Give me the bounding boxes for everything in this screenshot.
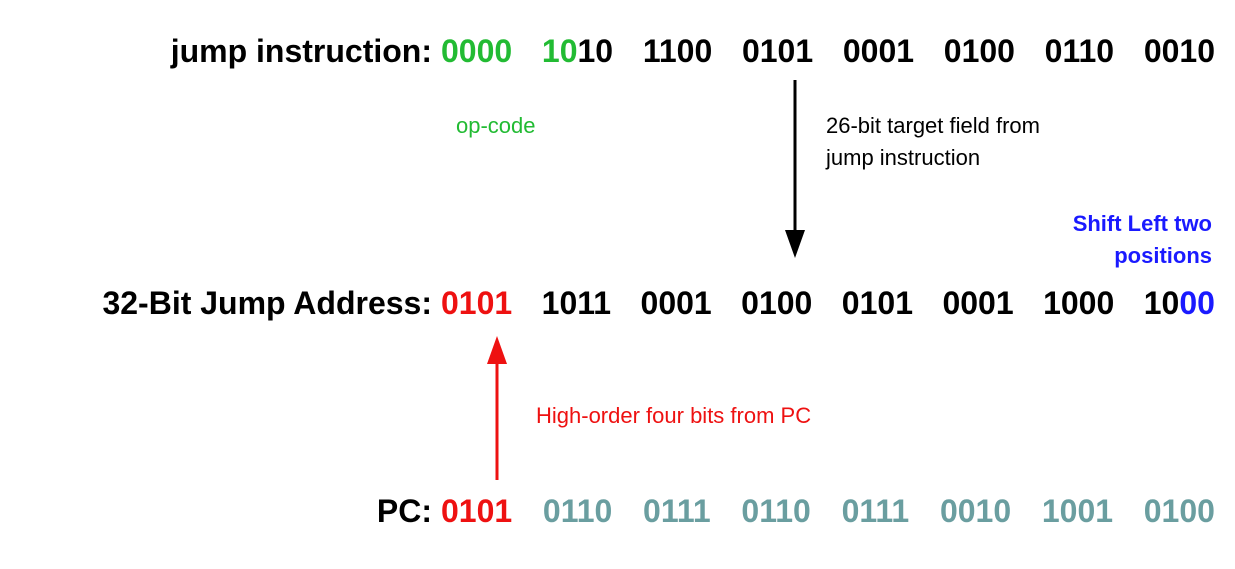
address-bits-group-6: 0001	[942, 285, 1014, 321]
pc-bits-group-5: 0111	[841, 493, 910, 529]
shift-left-note-line1: Shift Left two	[1072, 211, 1212, 236]
target-field-arrow	[785, 80, 805, 258]
jump-bits-group-4: 0101	[741, 33, 814, 69]
pc-label: PC:	[376, 493, 432, 529]
address-bits-group-8: 1000	[1144, 287, 1215, 319]
pc-bits-group-3: 0111	[643, 493, 711, 529]
opcode-note: op-code	[456, 113, 536, 138]
address-bits-group-4: 0100	[741, 285, 813, 321]
pc-bits-group-4: 0110	[741, 493, 811, 529]
target-field-note: 26-bit target field from jump instructio…	[826, 110, 1040, 174]
shift-left-note: Shift Left two positions	[1073, 208, 1212, 272]
pc-bits-group-6: 0010	[939, 493, 1012, 529]
address-pc-bits: 0101	[441, 285, 513, 321]
jump-instruction-bits: 0000 1010 1100 0101 0001 0100 0110 0010	[441, 35, 1215, 67]
opcode-bits-a: 0000	[441, 33, 513, 69]
jump-bits-group-5: 0001	[842, 33, 915, 69]
address-bits-group-3: 0001	[640, 285, 712, 321]
jump-bits-group-1: 0000	[441, 35, 512, 67]
pc-bits: 0101 0110 0111 0110 0111 0010 1001 0100	[441, 495, 1215, 527]
jump-address-bits: 0101 1011 0001 0100 0101 0001 1000 1000	[441, 287, 1215, 319]
pc-high-bits: 0101	[441, 493, 513, 529]
jump-instruction-label: jump instruction:	[170, 33, 432, 69]
target-field-note-line1: 26-bit target field from	[826, 113, 1040, 138]
pc-bits-group-8: 0100	[1143, 493, 1215, 529]
opcode-bits-b: 10	[541, 33, 578, 69]
pc-bits-arrow	[487, 336, 507, 480]
pc-bits-group-7: 1001	[1041, 493, 1114, 529]
jump-bits-group-2: 1010	[542, 35, 613, 67]
jump-address-label: 32-Bit Jump Address:	[102, 285, 432, 321]
jump-bits-group-8: 0010	[1143, 33, 1215, 69]
pc-high-bits-note: High-order four bits from PC	[536, 403, 812, 428]
address-bits-group-5: 0101	[841, 285, 913, 321]
shift-left-note-line2: positions	[1114, 242, 1212, 268]
jump-bits-group-3: 1100	[642, 33, 713, 69]
jump-bits-group-6: 0100	[943, 33, 1015, 69]
address-bits-group-7: 1000	[1043, 285, 1115, 321]
jump-bits-group-7: 0110	[1044, 33, 1115, 69]
shifted-zero-bits: 00	[1179, 285, 1215, 321]
target-field-note-line2: jump instruction	[826, 144, 981, 170]
target-bits-start: 10	[577, 33, 614, 69]
address-bits-group-2: 1011	[541, 285, 612, 321]
pc-bits-group-2: 0110	[542, 493, 613, 529]
address-target-bits-end: 10	[1143, 285, 1180, 321]
